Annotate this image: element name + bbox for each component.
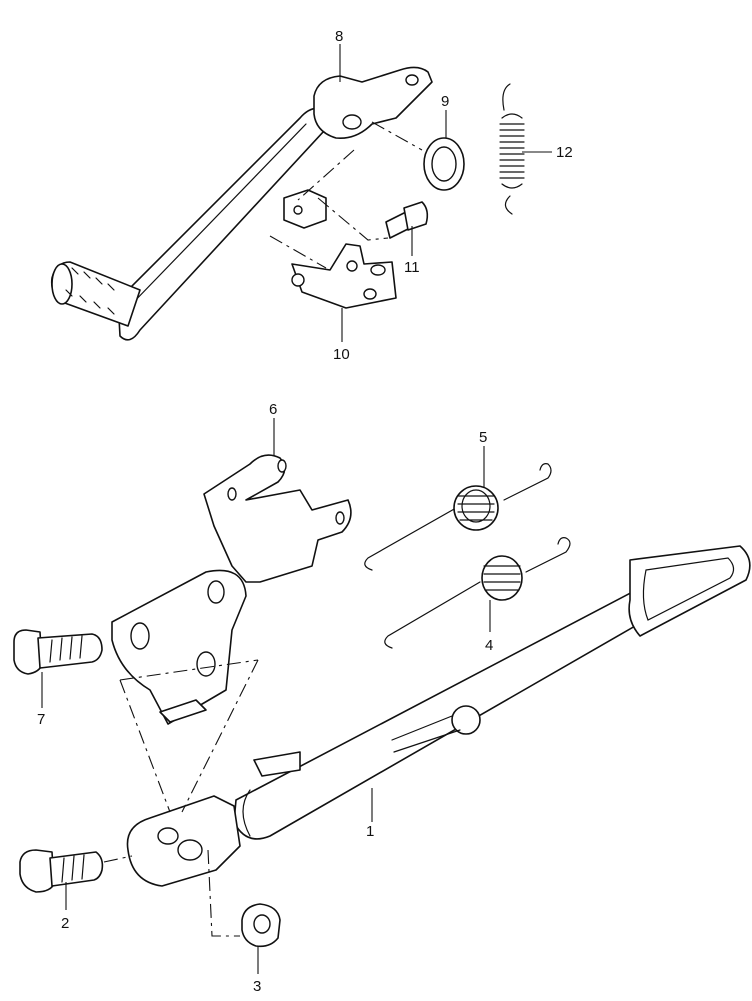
callout-8: 8 — [335, 28, 343, 45]
stand-bracket — [111, 454, 352, 725]
callout-2: 2 — [61, 915, 69, 932]
callout-11: 11 — [404, 259, 420, 276]
callout-5: 5 — [479, 429, 487, 446]
stand-spring-lower — [384, 537, 571, 649]
brake-pedal — [50, 66, 433, 341]
callout-10: 10 — [333, 346, 350, 363]
tension-spring-small — [499, 83, 525, 215]
callout-7: 7 — [37, 711, 45, 728]
washer — [423, 137, 465, 191]
bracket — [291, 243, 397, 309]
callout-3: 3 — [253, 978, 261, 995]
flange-bolt — [13, 629, 103, 675]
bolt-small — [385, 201, 429, 239]
callout-12: 12 — [556, 144, 573, 161]
callout-4: 4 — [485, 637, 493, 654]
stand-spring-upper — [364, 463, 552, 571]
callout-6: 6 — [269, 401, 277, 418]
callout-9: 9 — [441, 93, 449, 110]
pivot-bolt — [19, 849, 104, 893]
side-stand — [126, 545, 751, 887]
lock-nut — [241, 903, 281, 948]
callout-1: 1 — [366, 823, 374, 840]
